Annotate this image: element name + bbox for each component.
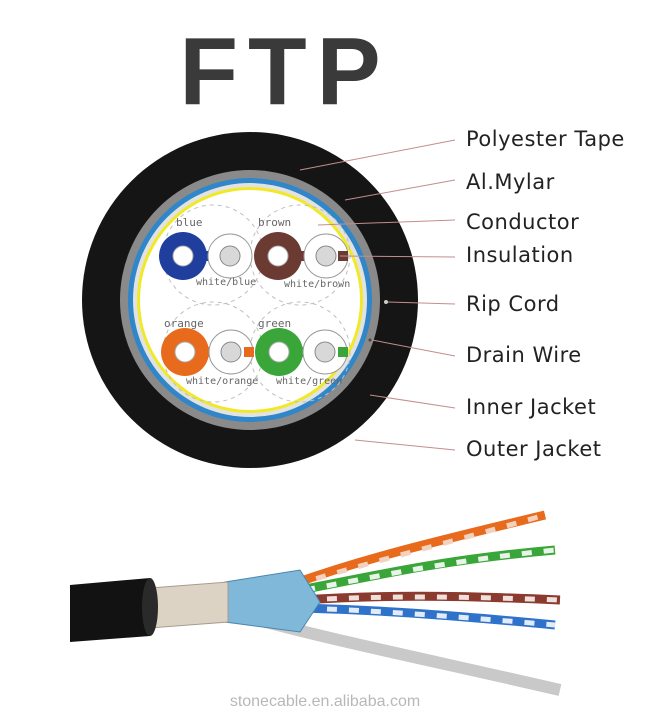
leader-inner-jacket bbox=[369, 394, 456, 409]
inner-jacket-side bbox=[149, 581, 229, 629]
leader-conductor bbox=[317, 219, 456, 226]
orange-conductor bbox=[174, 341, 196, 363]
leader-outer-jacket bbox=[354, 439, 456, 451]
legend-insulation: Insulation bbox=[466, 243, 574, 267]
white-orange-wire bbox=[294, 512, 546, 588]
green-conductor bbox=[268, 341, 290, 363]
pair-label: white/orange bbox=[186, 376, 258, 387]
legend-inner-jacket: Inner Jacket bbox=[466, 395, 597, 419]
legend-al-mylar: Al.Mylar bbox=[466, 170, 555, 194]
outer-jacket-side bbox=[70, 578, 150, 642]
leader-lines bbox=[299, 139, 456, 451]
brown-conductor bbox=[267, 245, 289, 267]
legend-conductor: Conductor bbox=[466, 210, 580, 234]
cable-side-view bbox=[70, 510, 562, 696]
outer-jacket-end bbox=[142, 578, 158, 636]
blue-pair-wire bbox=[299, 603, 556, 630]
pair-label: green bbox=[258, 317, 291, 330]
leader-rip-cord bbox=[387, 301, 456, 305]
leader-drain-wire bbox=[371, 339, 456, 357]
white-blue-wire bbox=[304, 605, 556, 628]
drain-wire bbox=[368, 338, 372, 342]
legend-rip-cord: Rip Cord bbox=[466, 292, 560, 316]
blue-conductor bbox=[172, 245, 194, 267]
pair-label: blue bbox=[176, 216, 203, 229]
white-orange-conductor bbox=[220, 341, 242, 363]
white-blue-conductor bbox=[219, 245, 241, 267]
foil-shield bbox=[224, 569, 321, 633]
diagram-title: FTP bbox=[179, 18, 391, 125]
white-green-wire bbox=[304, 547, 556, 593]
pair-label: orange bbox=[164, 317, 204, 330]
leader-polyester-tape bbox=[299, 139, 456, 171]
pair-label: white/blue bbox=[196, 277, 256, 288]
pair-cluster-ring bbox=[249, 301, 351, 403]
pair-label: white/green bbox=[276, 376, 342, 387]
white-brown-wire bbox=[304, 594, 561, 603]
legend-polyester-tape: Polyester Tape bbox=[466, 127, 625, 151]
white-green-stripe bbox=[338, 347, 348, 357]
source-watermark: stonecable.en.alibaba.com bbox=[229, 693, 421, 710]
cable-cross-section: blue brown white/blue white/brown orange… bbox=[82, 132, 418, 468]
white-green-conductor bbox=[314, 341, 336, 363]
brown-pair-wire bbox=[299, 591, 561, 605]
leader-insulation bbox=[339, 255, 456, 258]
leader-al-mylar bbox=[344, 179, 456, 201]
pair-label: brown bbox=[258, 216, 291, 229]
white-brown-conductor bbox=[315, 245, 337, 267]
legend-drain-wire: Drain Wire bbox=[466, 343, 582, 367]
legend-outer-jacket: Outer Jacket bbox=[466, 437, 602, 461]
pair-label: white/brown bbox=[284, 279, 350, 290]
white-orange-stripe bbox=[244, 347, 254, 357]
rip-cord bbox=[384, 300, 388, 304]
pair-cluster-ring bbox=[249, 204, 351, 306]
orange-pair-wire bbox=[288, 510, 547, 590]
